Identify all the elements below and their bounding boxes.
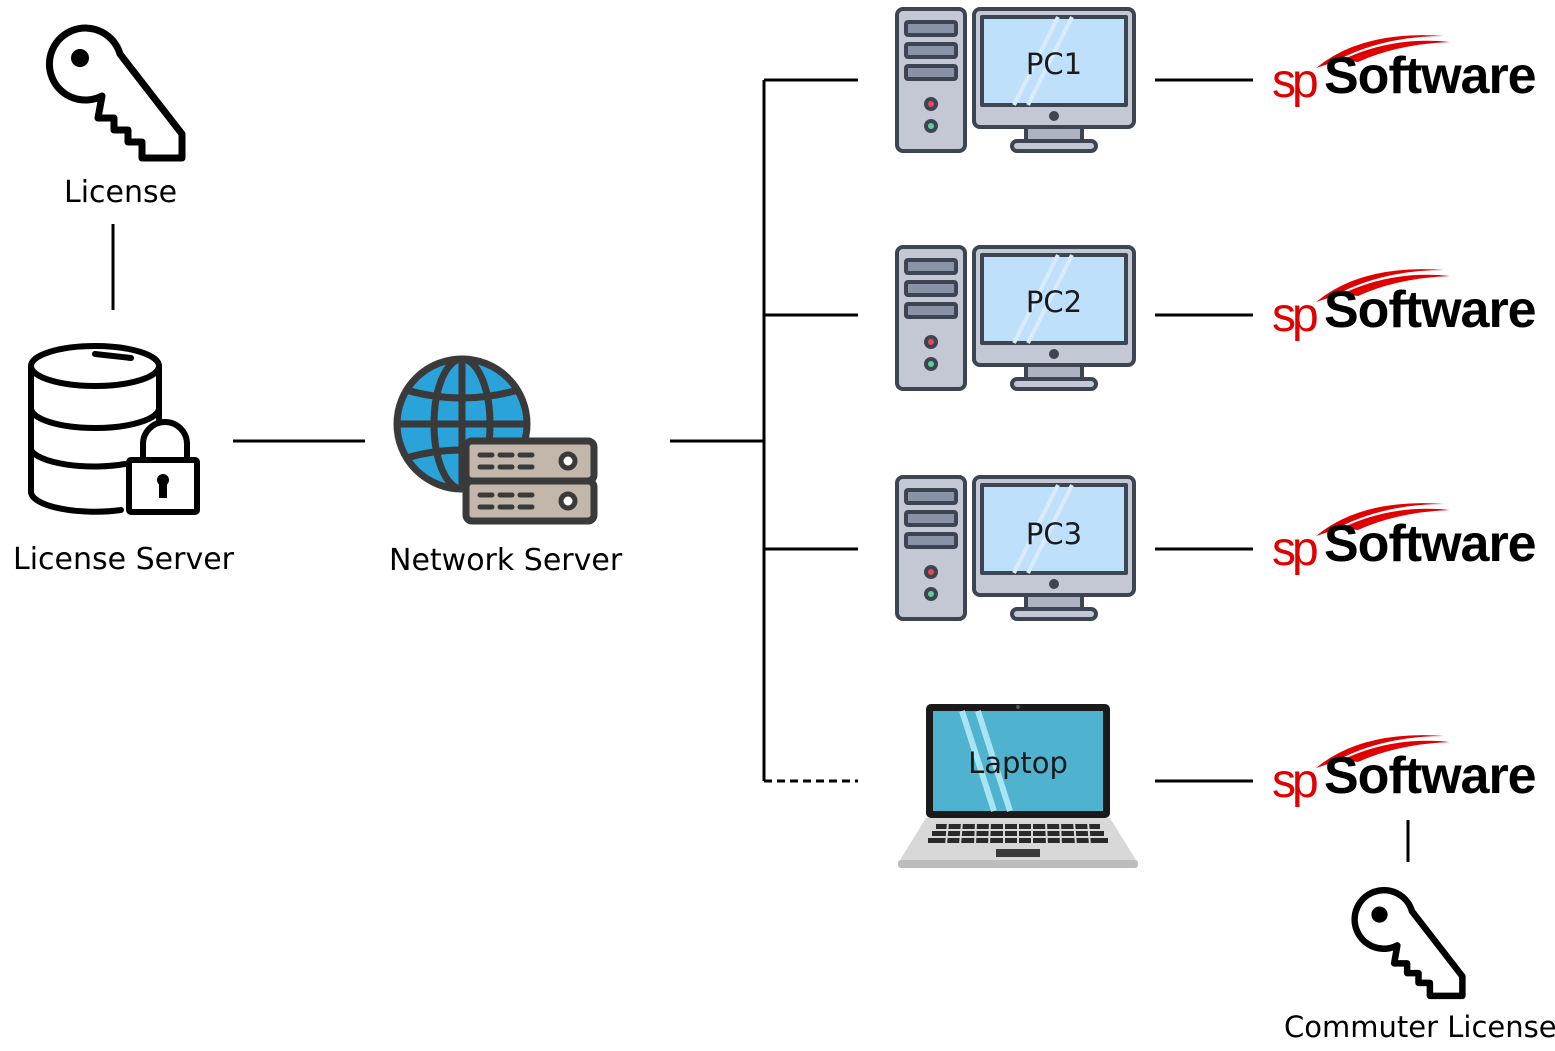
- pc1-screen-label: PC1: [1025, 47, 1083, 81]
- laptop-icon: [898, 704, 1138, 868]
- logo-software-text: Software: [1324, 281, 1537, 339]
- license-label: License: [64, 175, 178, 210]
- commuter-license-label: Commuter License: [1284, 1010, 1555, 1044]
- sp-software-logo: sp Software: [1272, 732, 1542, 812]
- key-icon: [45, 24, 186, 162]
- logo-sp-text: sp: [1272, 289, 1319, 342]
- logo-sp-text: sp: [1272, 523, 1319, 576]
- logo-software-text: Software: [1324, 747, 1537, 805]
- sp-software-logo: sp Software: [1272, 32, 1542, 112]
- logo-software-text: Software: [1324, 47, 1537, 105]
- logo-sp-text: sp: [1272, 55, 1319, 108]
- sp-software-logo: sp Software: [1272, 500, 1542, 580]
- network-server-icon: [393, 355, 598, 525]
- license-server-label: License Server: [13, 542, 235, 577]
- desktop-pc-icon: [895, 7, 1136, 153]
- laptop-screen-label: Laptop: [968, 746, 1068, 780]
- sp-software-logo: sp Software: [1272, 266, 1542, 346]
- pc2-screen-label: PC2: [1025, 285, 1083, 319]
- desktop-pc-icon: [895, 245, 1136, 391]
- key-icon: [1351, 887, 1466, 1000]
- desktop-pc-icon: [895, 475, 1136, 621]
- network-server-label: Network Server: [389, 543, 623, 578]
- pc3-screen-label: PC3: [1025, 517, 1083, 551]
- database-lock-icon: [28, 343, 200, 515]
- logo-software-text: Software: [1324, 515, 1537, 573]
- logo-sp-text: sp: [1272, 755, 1319, 808]
